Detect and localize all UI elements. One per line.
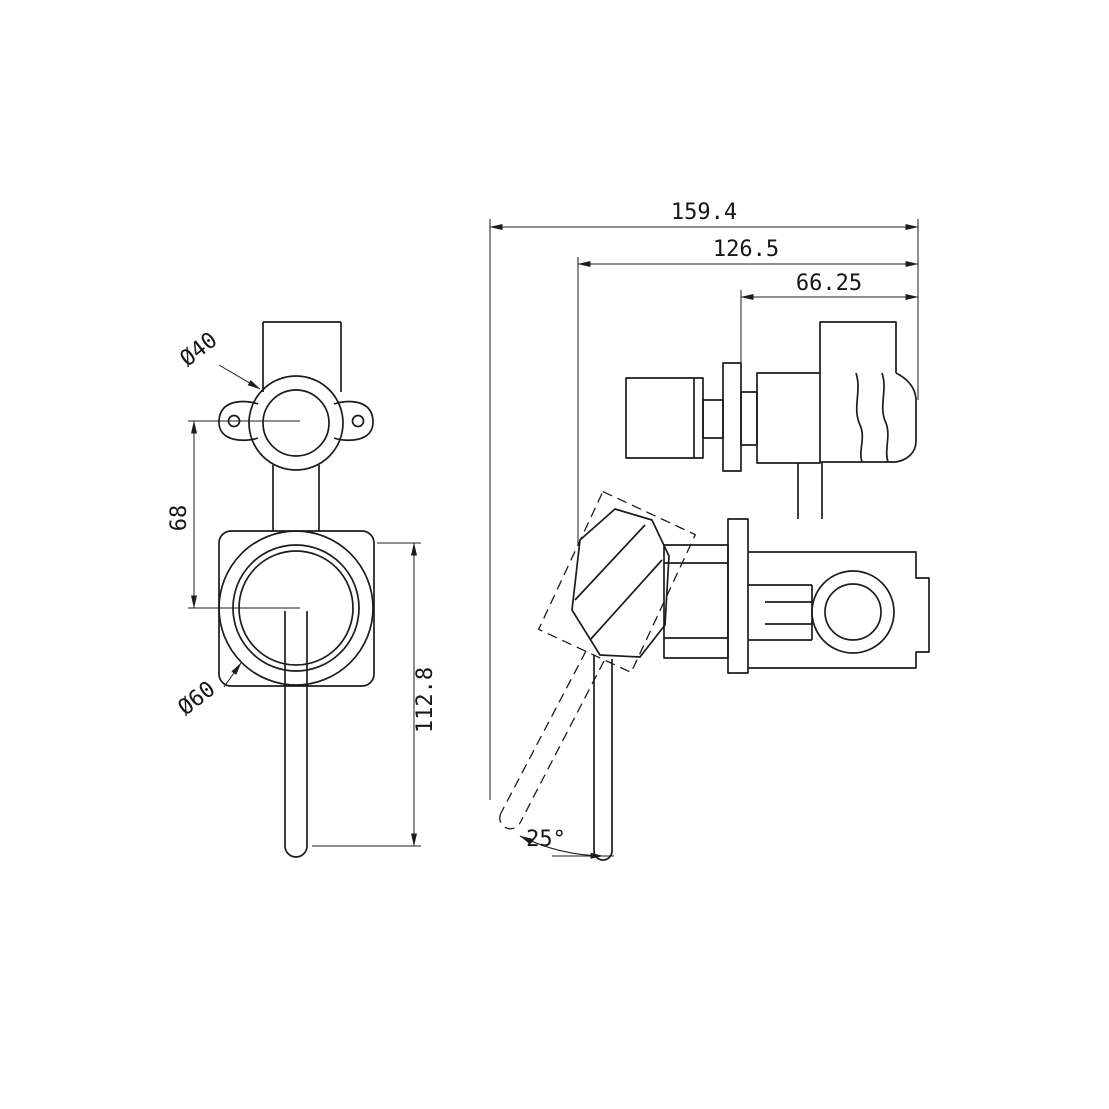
dim-handle-angle-label: 25°	[526, 827, 566, 852]
side-boss-outer	[811, 570, 895, 654]
dim-top-diameter-label: Ø40	[176, 328, 223, 372]
upper-casting	[820, 372, 917, 463]
dim-center-distance: 68	[167, 420, 197, 609]
side-view-dimensions: 159.4 126.5 66.25 25°	[489, 200, 919, 859]
dim-body-depth: 126.5	[577, 237, 919, 267]
front-view	[218, 321, 375, 858]
front-top-block	[262, 321, 342, 392]
side-lower-assembly	[663, 518, 930, 674]
dim-handle-angle: 25°	[519, 827, 614, 859]
diverter-stem	[702, 399, 724, 439]
lever-base	[571, 508, 670, 658]
front-view-dimensions: 68 Ø40 Ø60 112.8	[167, 328, 438, 847]
dim-overall-depth-label: 159.4	[671, 200, 737, 225]
upper-flange	[722, 362, 742, 472]
upper-adapter	[740, 391, 758, 446]
dim-body-depth-label: 126.5	[713, 237, 779, 262]
dim-handle-length-label: 112.8	[413, 667, 438, 733]
side-view	[499, 321, 930, 861]
upper-body	[756, 372, 821, 464]
right-ear-hole	[351, 414, 365, 428]
dim-handle-length: 112.8	[312, 542, 438, 847]
dim-top-diameter: Ø40	[176, 328, 261, 390]
dim-bottom-diameter: Ø60	[174, 662, 242, 721]
inlet-pipe	[819, 321, 897, 373]
lower-flange	[727, 518, 749, 674]
front-neck	[272, 465, 320, 531]
diverter-knob	[625, 377, 704, 459]
dim-upper-offset: 66.25	[740, 271, 919, 300]
cartridge-body	[663, 544, 729, 659]
dim-upper-offset-label: 66.25	[796, 271, 862, 296]
side-lever-alternate-position	[499, 490, 696, 830]
dim-center-distance-label: 68	[167, 505, 192, 532]
dim-bottom-diameter-label: Ø60	[174, 677, 221, 721]
side-lever	[571, 508, 670, 861]
dim-overall-depth: 159.4	[489, 200, 919, 230]
side-upper-assembly	[625, 321, 917, 519]
rear-bracket	[893, 551, 930, 669]
side-boss-inner	[824, 583, 882, 641]
front-handle	[284, 611, 308, 858]
front-upper-escutcheon	[218, 375, 374, 471]
right-mount-ear	[333, 400, 374, 442]
